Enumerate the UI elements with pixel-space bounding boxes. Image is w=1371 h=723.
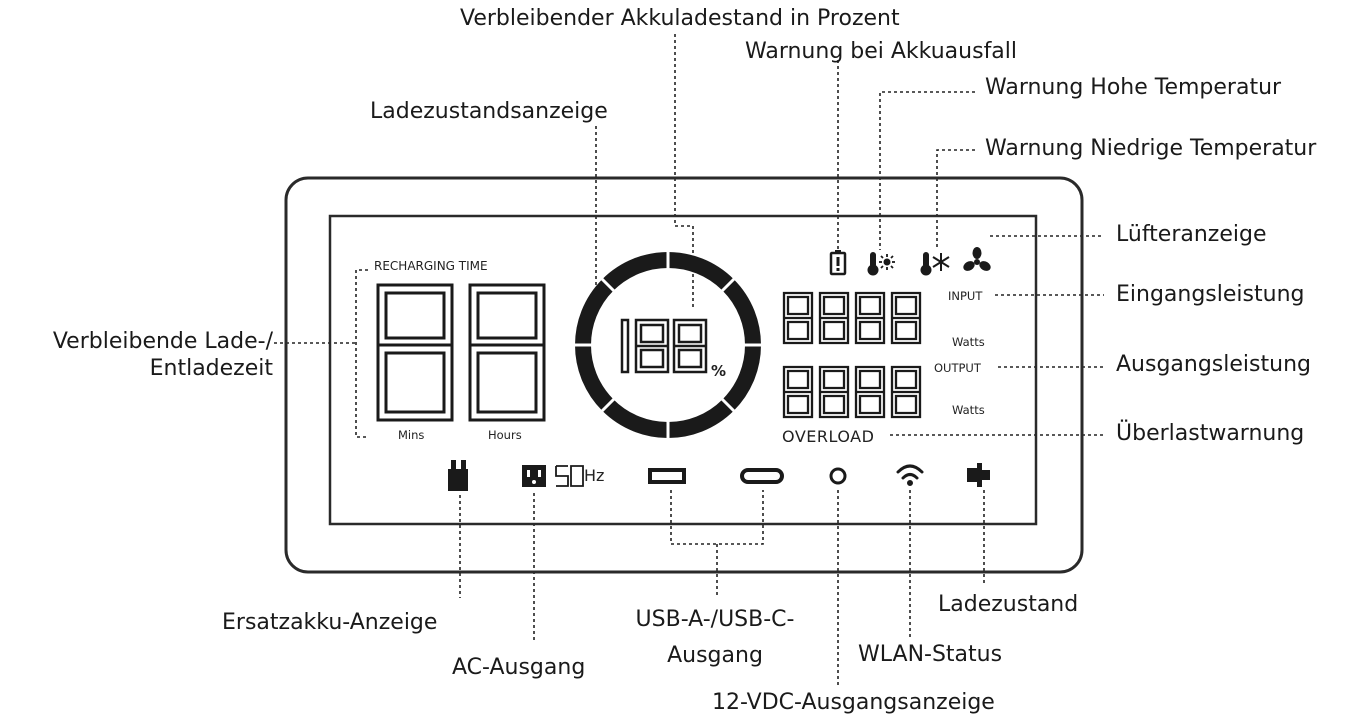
percent-sign: % [711, 362, 727, 380]
label-remaining-time-2: Entladezeit [149, 356, 273, 381]
label-low-temp-warning: Warnung Niedrige Temperatur [985, 136, 1317, 161]
input-label: INPUT [948, 289, 983, 303]
output-watts-label: Watts [952, 403, 985, 417]
overload-label: OVERLOAD [782, 427, 875, 446]
input-digits [782, 291, 922, 345]
mins-label: Mins [398, 428, 425, 442]
label-usb-output-1: USB-A-/USB-C- [635, 607, 795, 632]
label-overload-warning: Überlastwarnung [1116, 421, 1305, 446]
thermometer-sun-icon [867, 252, 895, 276]
label-ac-output: AC-Ausgang [452, 655, 586, 680]
battery-alert-icon [829, 250, 847, 276]
label-charge-level-display: Ladezustandsanzeige [370, 99, 608, 124]
input-watts-label: Watts [952, 335, 985, 349]
output-label: OUTPUT [934, 361, 981, 375]
frequency-digits [555, 465, 584, 487]
label-input-power: Eingangsleistung [1116, 282, 1305, 307]
label-fan-indicator: Lüfteranzeige [1116, 222, 1267, 247]
label-battery-failure-warning: Warnung bei Akkuausfall [745, 39, 1018, 64]
usb-a-icon [648, 468, 686, 484]
spare-battery-icon [448, 460, 468, 491]
charging-plug-icon [967, 463, 990, 487]
charge-ring [575, 252, 761, 438]
usb-c-icon [740, 468, 784, 484]
hz-label: Hz [584, 466, 605, 485]
percent-digits [620, 318, 708, 374]
label-spare-battery: Ersatzakku-Anzeige [222, 610, 438, 635]
frequency-value: 50 [554, 465, 555, 485]
label-high-temp-warning: Warnung Hohe Temperatur [985, 75, 1282, 100]
label-remaining-time-1: Verbleibende Lade-/ [52, 329, 273, 354]
label-wifi-status: WLAN-Status [858, 642, 1003, 667]
lcd-screen [328, 214, 1038, 526]
time-digits [376, 283, 546, 422]
dc-port-icon [829, 467, 847, 485]
label-dc-output: 12-VDC-Ausgangsanzeige [712, 690, 995, 715]
output-digits [782, 365, 922, 419]
label-battery-percent: Verbleibender Akkuladestand in Prozent [460, 6, 900, 31]
ac-outlet-icon [522, 465, 546, 487]
label-usb-output-2: Ausgang [667, 643, 763, 668]
label-output-power: Ausgangsleistung [1116, 352, 1311, 377]
fan-icon [963, 247, 991, 271]
thermometer-snow-icon [920, 252, 950, 276]
device-frame [284, 176, 1084, 574]
recharging-time-label: RECHARGING TIME [374, 259, 488, 273]
wifi-icon [896, 464, 924, 486]
hours-label: Hours [488, 428, 522, 442]
label-charge-state: Ladezustand [938, 592, 1079, 617]
